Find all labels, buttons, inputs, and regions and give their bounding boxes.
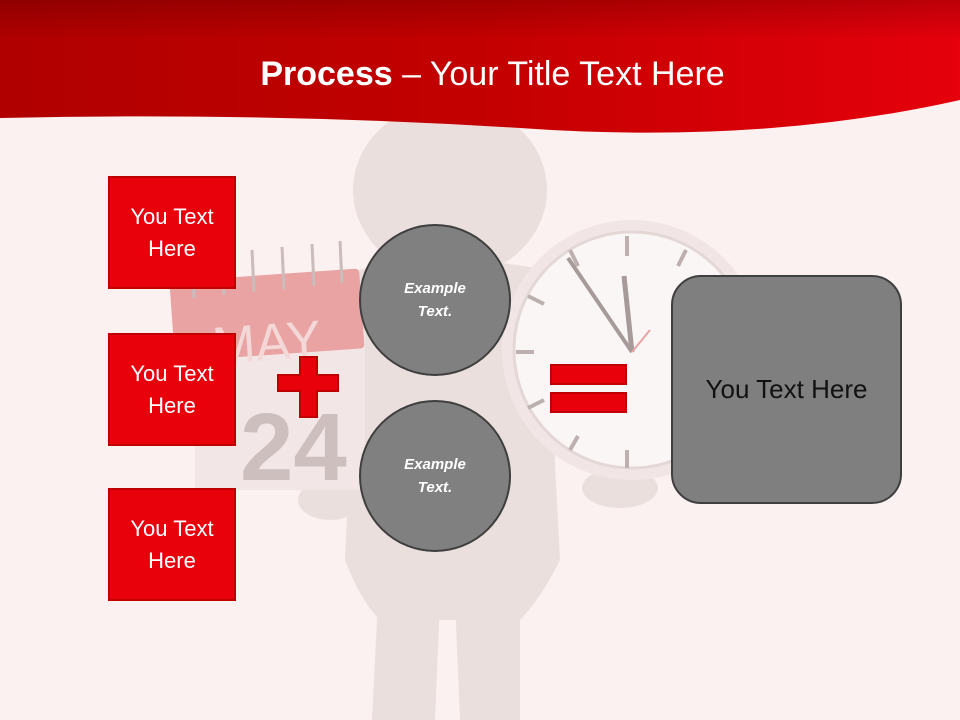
result-box[interactable]: You Text Here bbox=[671, 275, 902, 504]
left-box-1-label: You Text Here bbox=[130, 203, 214, 261]
title-rest: – Your Title Text Here bbox=[392, 55, 725, 93]
example-circle-1[interactable]: Example Text. bbox=[359, 224, 511, 376]
page-title: Process – Your Title Text Here bbox=[0, 52, 960, 96]
calendar-day-text: 24 bbox=[240, 394, 347, 501]
example-circle-2[interactable]: Example Text. bbox=[359, 400, 511, 552]
left-box-3[interactable]: You Text Here bbox=[108, 488, 236, 601]
left-box-1[interactable]: You Text Here bbox=[108, 176, 236, 289]
left-box-3-label: You Text Here bbox=[130, 515, 214, 573]
title-bold: Process bbox=[260, 55, 393, 93]
header-shade bbox=[0, 0, 960, 40]
example-circle-1-label: Example Text. bbox=[404, 280, 466, 320]
left-box-2[interactable]: You Text Here bbox=[108, 333, 236, 446]
example-circle-2-label: Example Text. bbox=[404, 456, 466, 496]
result-box-label: You Text Here bbox=[705, 374, 868, 404]
left-box-2-label: You Text Here bbox=[130, 360, 214, 418]
